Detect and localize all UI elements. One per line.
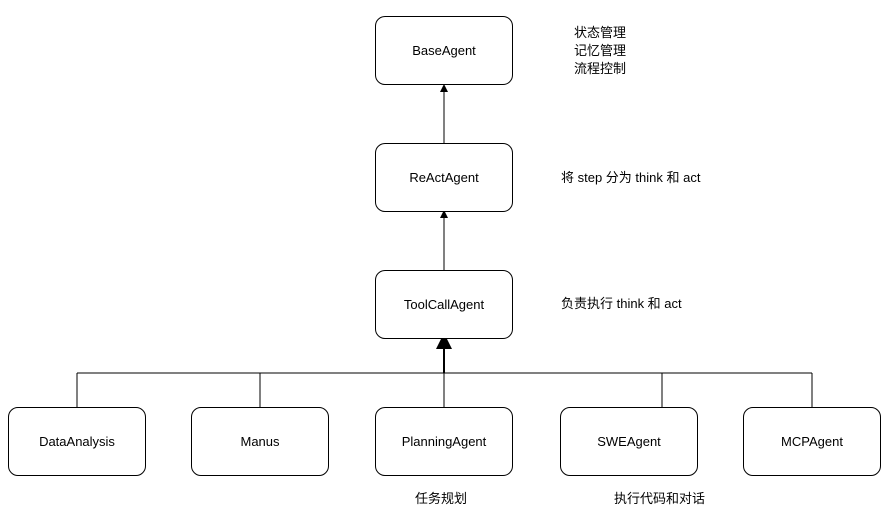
node-toolcallagent: ToolCallAgent <box>375 270 513 339</box>
note-base-line3: 流程控制 <box>574 61 627 76</box>
node-mcpagent: MCPAgent <box>743 407 881 476</box>
node-baseagent: BaseAgent <box>375 16 513 85</box>
note-swe: 执行代码和对话 <box>614 491 706 506</box>
note-toolcall: 负责执行 think 和 act <box>561 296 682 311</box>
note-base-line2: 记忆管理 <box>574 43 627 58</box>
note-react: 将 step 分为 think 和 act <box>561 170 701 185</box>
note-planning: 任务规划 <box>415 491 468 506</box>
node-dataanalysis: DataAnalysis <box>8 407 146 476</box>
node-reactagent: ReActAgent <box>375 143 513 212</box>
node-sweagent: SWEAgent <box>560 407 698 476</box>
note-base: 状态管理 记忆管理 流程控制 <box>574 24 626 78</box>
node-manus: Manus <box>191 407 329 476</box>
node-planningagent: PlanningAgent <box>375 407 513 476</box>
note-base-line1: 状态管理 <box>574 25 627 40</box>
